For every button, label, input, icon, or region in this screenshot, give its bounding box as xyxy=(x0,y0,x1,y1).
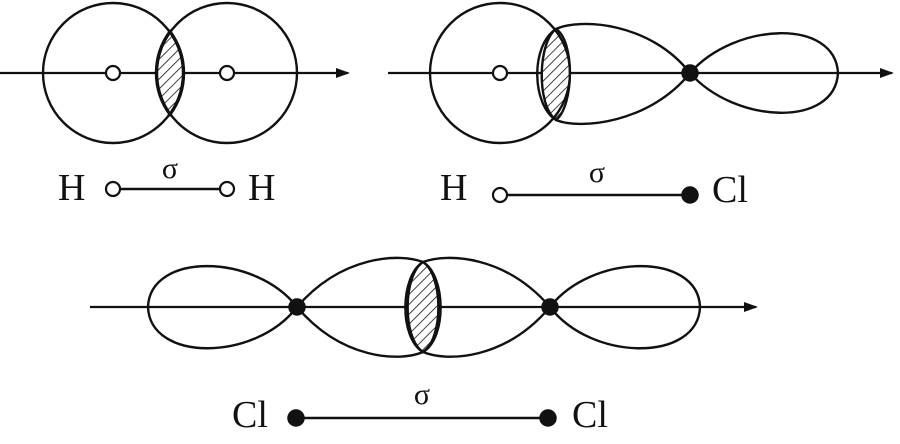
p-orbital-lobe-right xyxy=(688,32,840,114)
cl-nucleus xyxy=(681,64,699,82)
p-orbital-cl2-outer-lobe xyxy=(548,264,702,350)
p-orbital-cl1-inner-lobe xyxy=(295,256,442,358)
sigma-label: σ xyxy=(162,152,178,185)
panel-h-h: H σ H xyxy=(0,1,350,209)
atom-label-left: H xyxy=(440,167,467,209)
p-orbital-lobe-left xyxy=(536,22,692,126)
atom-label-right: H xyxy=(248,167,275,209)
h-nucleus-left xyxy=(104,64,122,82)
panel-cl-cl: Cl σ Cl xyxy=(90,256,758,436)
h-symbol-right xyxy=(218,180,236,198)
cl-nucleus-left xyxy=(288,298,306,316)
cl-symbol-left xyxy=(287,409,305,427)
atom-label-left: Cl xyxy=(232,394,268,436)
overlap-region-hatched xyxy=(540,27,571,122)
s-orbital-h xyxy=(428,1,572,145)
atom-label-left: H xyxy=(58,167,85,209)
s-orbital-left xyxy=(41,1,185,145)
s-orbital-right xyxy=(155,1,299,145)
atom-label-right: Cl xyxy=(572,394,608,436)
panel-h-cl: H σ Cl xyxy=(388,1,894,211)
p-orbital-cl1-outer-lobe xyxy=(146,264,299,350)
h-symbol-left xyxy=(104,180,122,198)
overlap-region-hatched xyxy=(154,28,186,118)
h-nucleus-right xyxy=(218,64,236,82)
sigma-label: σ xyxy=(589,156,605,189)
sigma-label: σ xyxy=(414,378,430,411)
p-orbital-cl2-inner-lobe xyxy=(404,256,552,358)
atom-label-right: Cl xyxy=(712,169,748,211)
cl-symbol xyxy=(681,186,699,204)
cl-symbol-right xyxy=(539,409,557,427)
h-symbol xyxy=(491,186,509,204)
h-nucleus xyxy=(491,64,509,82)
cl-nucleus-right xyxy=(541,298,559,316)
